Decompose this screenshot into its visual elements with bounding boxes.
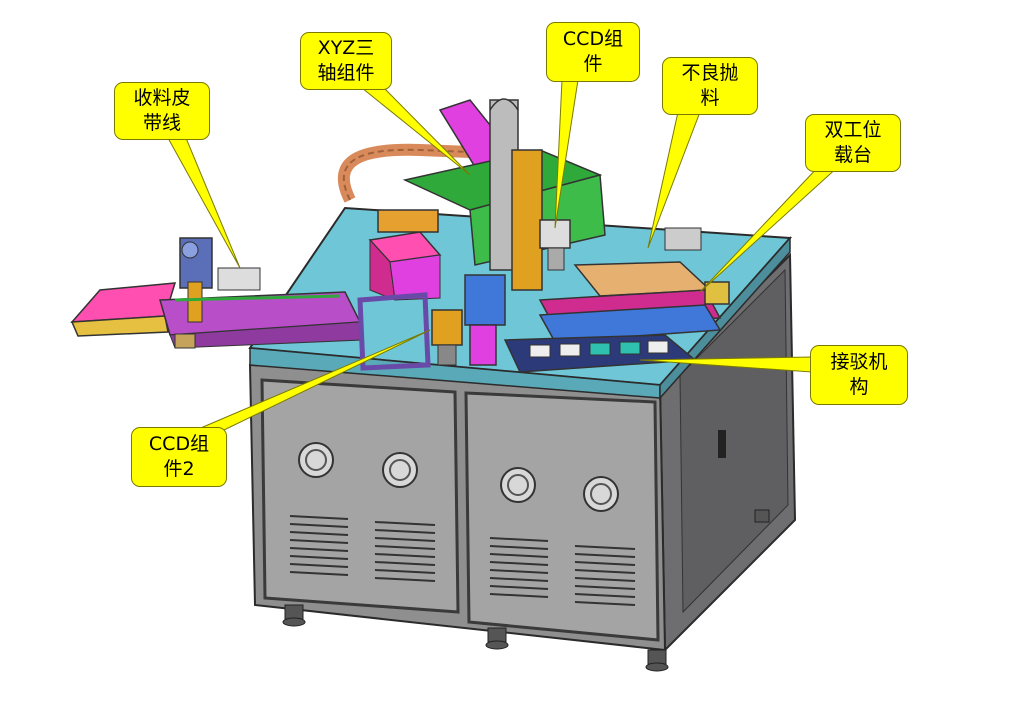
callout-line: 构 — [849, 376, 869, 398]
fan-icon — [583, 476, 619, 512]
door-handle — [718, 430, 726, 458]
callout-line: 收料皮 — [133, 87, 191, 109]
callout-line: 不良抛 — [681, 62, 739, 84]
callout-line: CCD组 — [562, 28, 624, 50]
callout-ccd-assembly-2: CCD组 件2 — [131, 427, 227, 487]
vent-grille — [289, 515, 636, 606]
callout-line: 轴组件 — [317, 62, 375, 84]
callout-line: 载台 — [833, 144, 872, 166]
callout-line: 接驳机 — [830, 351, 888, 373]
callout-line: 双工位 — [824, 119, 882, 141]
fan-icon — [382, 452, 418, 488]
callout-reject-discharge: 不良抛 料 — [662, 57, 758, 115]
callout-transfer-mechanism: 接驳机 构 — [810, 345, 908, 405]
callout-dual-station-stage: 双工位 载台 — [805, 114, 901, 172]
callout-line: 件 — [583, 53, 603, 75]
callout-receiving-belt-line: 收料皮 带线 — [114, 82, 210, 140]
callout-line: XYZ三 — [317, 37, 375, 59]
callout-line: CCD组 — [148, 433, 210, 455]
xyz-three-axis-assembly — [338, 98, 606, 371]
callout-ccd-assembly: CCD组 件 — [546, 22, 640, 82]
callout-line: 料 — [700, 87, 720, 109]
callout-line: 件2 — [163, 458, 195, 480]
dual-station-stage — [538, 281, 730, 343]
ccd-assembly-2 — [431, 309, 463, 366]
machine-feet — [282, 509, 770, 672]
callout-xyz-three-axis-assembly: XYZ三 轴组件 — [300, 32, 392, 90]
ccd-assembly — [539, 219, 571, 271]
fan-icon — [298, 442, 334, 478]
callout-leaders — [167, 79, 842, 431]
fan-icon — [500, 467, 536, 503]
callout-line: 带线 — [142, 112, 181, 134]
receiving-belt-line — [70, 237, 363, 349]
machine-cabinet — [248, 252, 797, 672]
